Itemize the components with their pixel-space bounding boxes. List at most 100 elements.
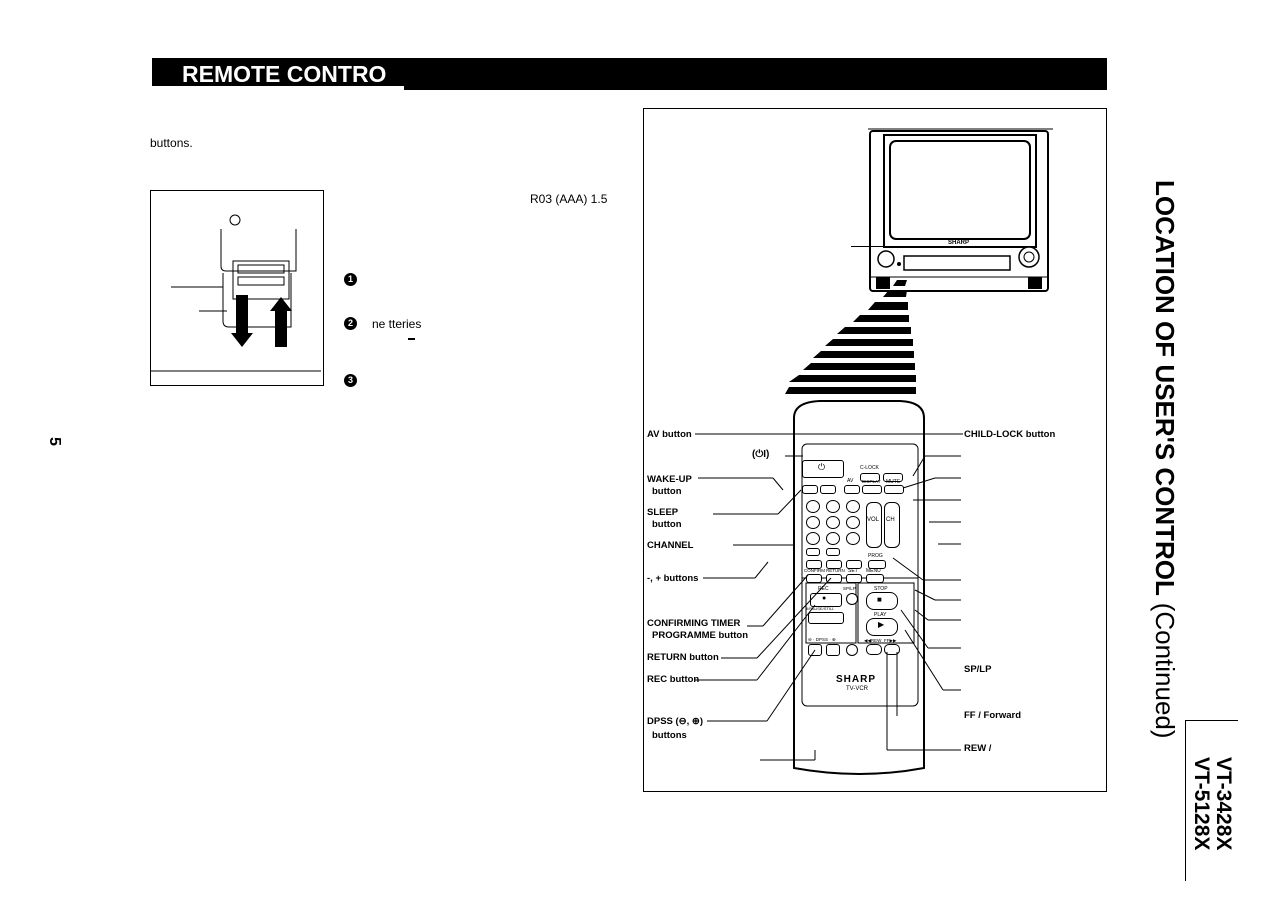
clock-button[interactable] — [860, 473, 880, 482]
confirm-button[interactable] — [806, 574, 822, 583]
round-button[interactable] — [846, 644, 858, 656]
mute-label: MUTE — [886, 479, 901, 485]
intro-text: buttons. — [150, 136, 193, 150]
digit-button[interactable] — [826, 500, 840, 513]
dpss-plus-button[interactable] — [826, 644, 840, 656]
mute-button[interactable] — [884, 485, 904, 494]
tv-brand: SHARP — [948, 240, 970, 246]
side-title-sub: (Continued) — [1150, 602, 1180, 739]
return-key-label: RETURN — [826, 568, 845, 573]
model-1: VT-3428X — [1212, 757, 1235, 851]
side-title: LOCATION OF USER'S CONTROL (Continued) — [1130, 180, 1180, 739]
digit-button[interactable] — [846, 516, 860, 529]
sleep-button[interactable] — [820, 485, 836, 494]
label-sleep: SLEEP — [647, 507, 679, 518]
vol-label: VOL — [867, 517, 880, 523]
power-button[interactable] — [802, 460, 844, 478]
pause-label: II/PAUSE/STILL — [806, 606, 835, 611]
digit-button[interactable] — [846, 500, 860, 513]
battery-compartment-illustration — [151, 214, 321, 372]
timer-button[interactable] — [846, 560, 862, 569]
av-key-label: AV — [847, 478, 854, 484]
step-2-text: ne tteries — [372, 317, 422, 331]
label-dpss-2: buttons — [652, 730, 687, 741]
remote-sub: TV-VCR — [846, 686, 869, 692]
battery-figure — [150, 190, 324, 386]
infrared-beam — [785, 280, 916, 394]
label-confirming-timer-2: PROGRAMME button — [652, 630, 749, 641]
sensor-leader — [851, 246, 896, 247]
battery-spec: R03 (AAA) 1.5 — [530, 192, 608, 206]
label-channel-buttons: -, + buttons — [647, 573, 699, 584]
stop-label: STOP — [874, 586, 888, 592]
rew-button[interactable] — [866, 644, 882, 655]
tv-vcr-illustration — [868, 128, 1053, 292]
label-return: RETURN button — [647, 652, 719, 663]
channel-plus-button[interactable] — [826, 560, 842, 569]
digit-button[interactable] — [826, 516, 840, 529]
dpss-label: ⊖ · DPSS · ⊕ — [808, 637, 836, 642]
label-wakeup: WAKE-UP — [647, 474, 692, 485]
prog-label: PROG — [868, 553, 883, 559]
clock-label: C-LOCK — [860, 465, 879, 471]
select-button[interactable] — [883, 473, 903, 482]
set-label: SET — [848, 568, 858, 574]
label-rec: REC button — [647, 674, 700, 685]
digit-button[interactable] — [806, 500, 820, 513]
step-3-marker: 3 — [344, 374, 357, 387]
av-button[interactable] — [844, 485, 860, 494]
digit-button[interactable] — [846, 532, 860, 545]
step-2-marker: 2 — [344, 317, 357, 330]
callout-lines — [695, 433, 963, 761]
remote-brand: SHARP — [836, 674, 877, 685]
stop-icon: ■ — [877, 595, 882, 604]
play-label: PLAY — [874, 612, 887, 618]
label-wakeup-2: button — [652, 486, 682, 497]
label-power: (⏻I) — [752, 449, 770, 460]
diagram-frame — [643, 108, 1107, 792]
label-splp: SP/LP — [964, 664, 992, 675]
rec-dot-icon: ● — [822, 595, 827, 602]
menu-button[interactable] — [866, 574, 884, 583]
digit-button[interactable] — [806, 516, 820, 529]
label-rew: REW / — [964, 743, 992, 754]
header-gap — [152, 86, 404, 92]
digit-button[interactable] — [826, 532, 840, 545]
volume-rocker[interactable] — [866, 502, 882, 548]
label-child-lock: CHILD-LOCK button — [964, 429, 1056, 440]
play-button[interactable] — [866, 618, 898, 636]
set-button[interactable] — [846, 574, 862, 583]
splp-button[interactable] — [846, 593, 858, 605]
display-label: DISPLAY — [862, 479, 881, 484]
page-number: 5 — [46, 437, 63, 446]
confirm-label: CONFIRM — [804, 568, 825, 573]
label-dpss: DPSS (⊖, ⊕) — [647, 716, 704, 727]
pause-still-button[interactable] — [808, 612, 844, 624]
digit-button[interactable] — [806, 548, 820, 556]
label-ff: FF / Forward — [964, 710, 1021, 721]
channel-rocker[interactable] — [884, 502, 900, 548]
play-icon: ▶ — [878, 620, 885, 629]
channel-minus-button[interactable] — [806, 560, 822, 569]
page-title: REMOTE CONTRO — [152, 58, 402, 90]
page-number-box: 5 — [46, 436, 63, 456]
step-1-marker: 1 — [344, 273, 357, 286]
power-icon: ⏻ — [818, 462, 826, 472]
prog-button[interactable] — [868, 560, 886, 569]
rew-key-label: ◀◀REW — [864, 638, 882, 643]
digit-button[interactable] — [806, 532, 820, 545]
ff-button[interactable] — [884, 644, 900, 655]
model-2: VT-5128X — [1190, 757, 1213, 851]
menu-label: MENU — [866, 568, 881, 574]
ch-label: CH — [886, 517, 895, 523]
label-channel: CHANNEL — [647, 540, 694, 551]
minus-mark — [408, 338, 415, 340]
splp-key-label: SP/LP — [843, 586, 856, 591]
label-av-button: AV button — [647, 429, 692, 440]
return-button[interactable] — [826, 574, 842, 583]
wakeup-button[interactable] — [802, 485, 818, 494]
digit-button[interactable] — [826, 548, 840, 556]
display-button[interactable] — [862, 485, 882, 494]
stop-button[interactable] — [866, 592, 898, 610]
